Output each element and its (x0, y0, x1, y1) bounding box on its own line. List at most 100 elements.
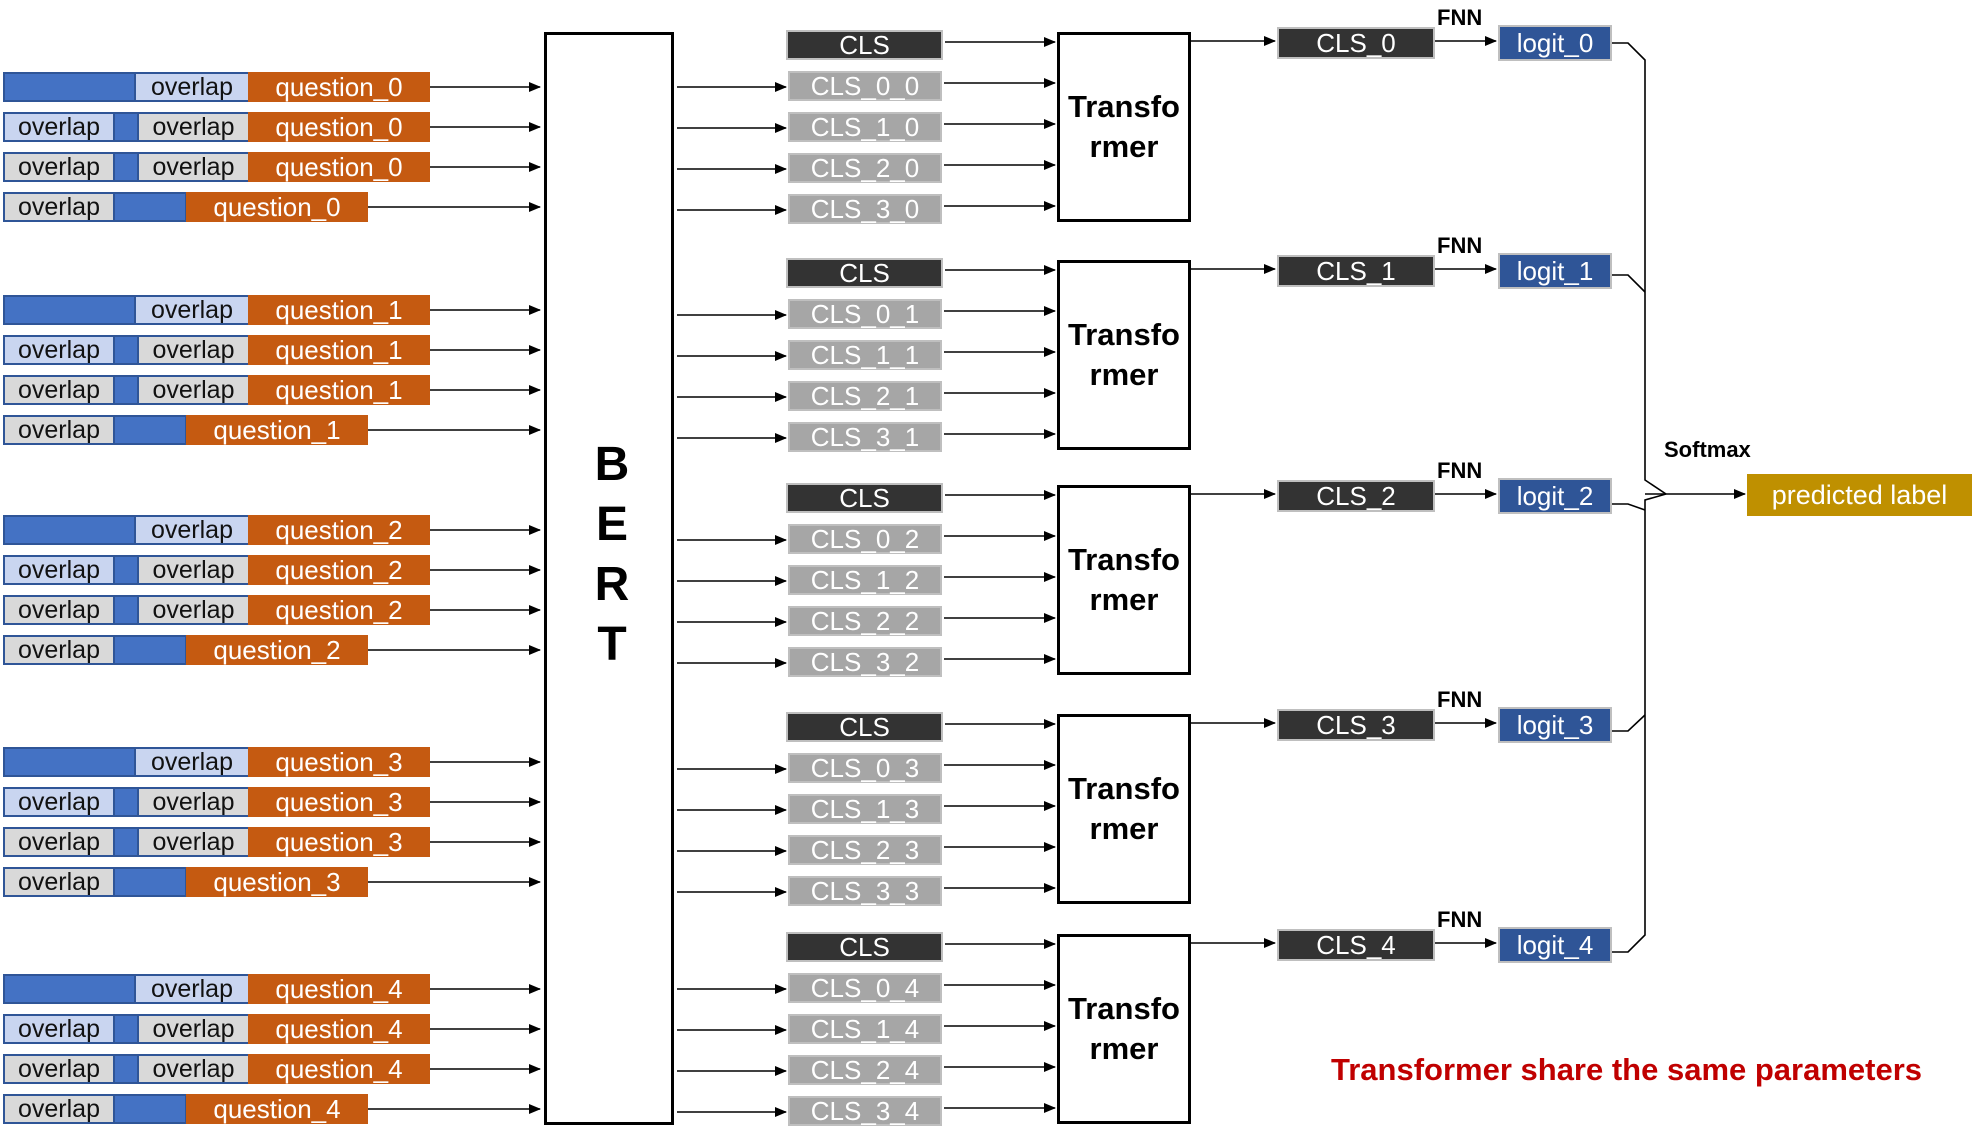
cls-sub-token: CLS_2_1 (788, 381, 942, 411)
overlap-segment: overlap (137, 335, 250, 365)
blue-segment (113, 555, 139, 585)
overlap-segment: overlap (3, 635, 115, 665)
logit-box: logit_3 (1498, 707, 1612, 743)
transformer-label-line2: rmer (1089, 582, 1159, 617)
cls-sub-token: CLS_1_1 (788, 340, 942, 370)
transformer-block: Transfo rmer (1057, 934, 1191, 1124)
blue-segment (113, 112, 139, 142)
blue-segment (113, 595, 139, 625)
overlap-segment: overlap (134, 974, 250, 1004)
cls-sub-token: CLS_1_0 (788, 112, 942, 142)
fnn-label: FNN (1437, 233, 1483, 258)
connector-line (1612, 42, 1667, 495)
predicted-label-box: predicted label (1747, 474, 1972, 516)
question-segment: question_0 (248, 112, 430, 142)
blue-segment (113, 1014, 139, 1044)
transformer-block: Transfo rmer (1057, 32, 1191, 222)
transformer-label-line2: rmer (1089, 1031, 1159, 1066)
question-segment: question_1 (186, 415, 368, 445)
question-segment: question_1 (248, 375, 430, 405)
blue-segment (113, 192, 187, 222)
cls-output: CLS_0 (1277, 27, 1435, 59)
question-segment: question_2 (248, 555, 430, 585)
cls-sub-token: CLS_1_3 (788, 794, 942, 824)
overlap-segment: overlap (3, 415, 115, 445)
cls-sub-token: CLS_1_2 (788, 565, 942, 595)
bert-letter: T (597, 618, 627, 671)
question-segment: question_3 (186, 867, 368, 897)
transformer-label-line2: rmer (1089, 811, 1159, 846)
cls-sub-token: CLS_2_0 (788, 153, 942, 183)
shared-parameters-note: Transformer share the same parameters (1331, 1052, 1923, 1087)
transformer-block: Transfo rmer (1057, 485, 1191, 675)
question-segment: question_3 (248, 747, 430, 777)
transformer-block: Transfo rmer (1057, 714, 1191, 904)
blue-segment (113, 827, 139, 857)
transformer-label-line1: Transfo (1068, 771, 1180, 806)
blue-segment (113, 1094, 187, 1124)
question-segment: question_0 (248, 152, 430, 182)
overlap-segment: overlap (134, 515, 250, 545)
cls-sub-token: CLS_3_2 (788, 647, 942, 677)
softmax-label: Softmax (1664, 437, 1751, 462)
cls-token: CLS (786, 483, 943, 513)
question-segment: question_0 (186, 192, 368, 222)
cls-token: CLS (786, 258, 943, 288)
transformer-label-line2: rmer (1089, 129, 1159, 164)
transformer-label-line2: rmer (1089, 357, 1159, 392)
overlap-segment: overlap (3, 335, 115, 365)
overlap-segment: overlap (134, 295, 250, 325)
blue-segment (113, 152, 139, 182)
logit-box: logit_2 (1498, 478, 1612, 514)
cls-sub-token: CLS_2_2 (788, 606, 942, 636)
overlap-segment: overlap (137, 152, 250, 182)
cls-output: CLS_4 (1277, 929, 1435, 961)
fnn-label: FNN (1437, 458, 1483, 483)
overlap-segment: overlap (137, 1014, 250, 1044)
cls-output: CLS_2 (1277, 480, 1435, 512)
question-segment: question_3 (248, 787, 430, 817)
overlap-segment: overlap (134, 747, 250, 777)
overlap-segment: overlap (134, 72, 250, 102)
transformer-label-line1: Transfo (1068, 542, 1180, 577)
cls-token: CLS (786, 932, 943, 962)
overlap-segment: overlap (137, 555, 250, 585)
bert-encoder: B E R T (544, 32, 674, 1125)
logit-box: logit_0 (1498, 25, 1612, 61)
bert-letter: R (594, 558, 630, 611)
blue-segment (113, 415, 187, 445)
blue-segment (3, 295, 136, 325)
cls-sub-token: CLS_0_1 (788, 299, 942, 329)
blue-segment (113, 375, 139, 405)
transformer-label-line1: Transfo (1068, 89, 1180, 124)
cls-sub-token: CLS_3_4 (788, 1096, 942, 1126)
question-segment: question_1 (248, 295, 430, 325)
overlap-segment: overlap (137, 1054, 250, 1084)
cls-sub-token: CLS_1_4 (788, 1014, 942, 1044)
cls-sub-token: CLS_0_3 (788, 753, 942, 783)
overlap-segment: overlap (137, 827, 250, 857)
overlap-segment: overlap (137, 375, 250, 405)
question-segment: question_2 (186, 635, 368, 665)
fnn-label: FNN (1437, 907, 1483, 932)
question-segment: question_4 (248, 1054, 430, 1084)
cls-sub-token: CLS_0_4 (788, 973, 942, 1003)
overlap-segment: overlap (3, 1054, 115, 1084)
cls-token: CLS (786, 712, 943, 742)
transformer-block: Transfo rmer (1057, 260, 1191, 450)
connector-line (1612, 503, 1646, 511)
overlap-segment: overlap (3, 867, 115, 897)
overlap-segment: overlap (3, 152, 115, 182)
transformer-label-line1: Transfo (1068, 317, 1180, 352)
question-segment: question_4 (186, 1094, 368, 1124)
connector-line (1612, 493, 1667, 953)
blue-segment (113, 787, 139, 817)
overlap-segment: overlap (3, 375, 115, 405)
transformer-label-line1: Transfo (1068, 991, 1180, 1026)
overlap-segment: overlap (3, 112, 115, 142)
cls-sub-token: CLS_3_3 (788, 876, 942, 906)
fnn-label: FNN (1437, 687, 1483, 712)
blue-segment (113, 635, 187, 665)
cls-token: CLS (786, 30, 943, 60)
